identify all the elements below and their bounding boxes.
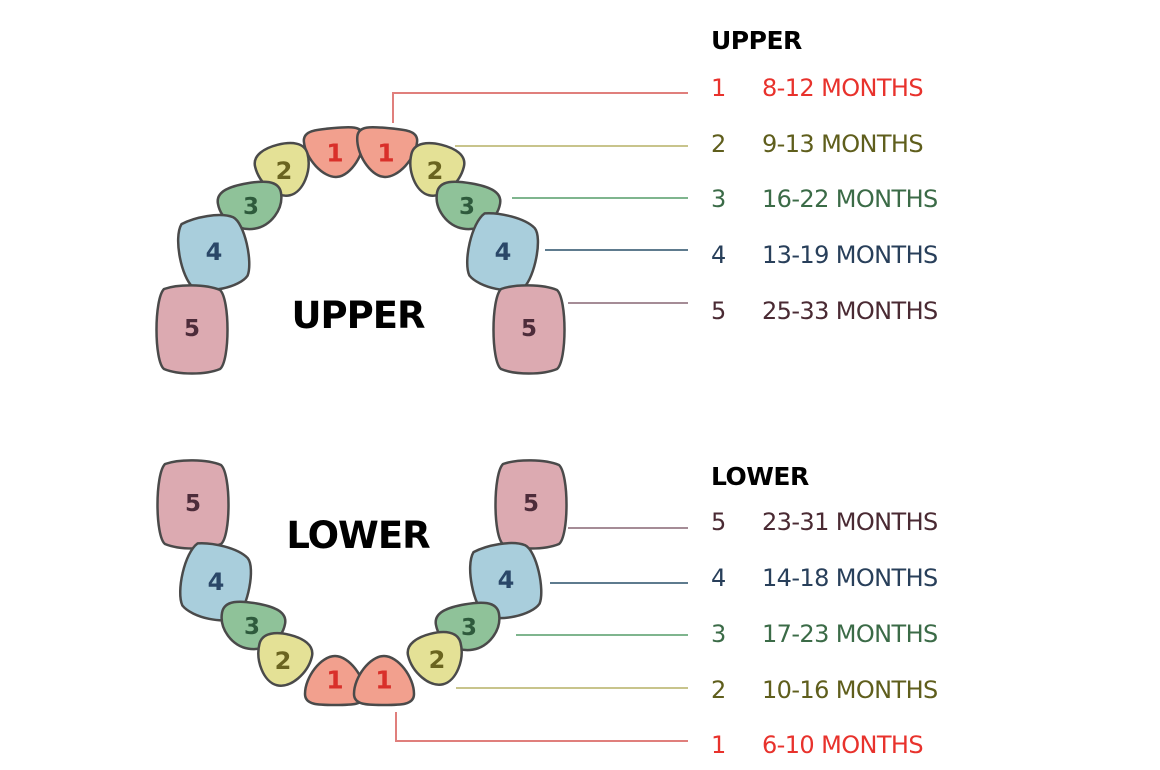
tooth-shape [156, 459, 230, 550]
lower-leader-lines [395, 527, 688, 742]
tooth-number: 2 [276, 157, 293, 185]
tooth-number: 4 [208, 568, 225, 596]
tooth-number: 5 [523, 491, 539, 517]
tooth-number: 1 [326, 139, 343, 168]
legend-eruption-age: 14-18 MONTHS [762, 564, 938, 592]
tooth-number: 2 [429, 646, 446, 674]
tooth-number: 1 [326, 666, 343, 695]
upper-tooth-5-right: 5 [492, 284, 566, 375]
legend-eruption-age: 17-23 MONTHS [762, 620, 938, 648]
legend-eruption-age: 23-31 MONTHS [762, 508, 938, 536]
legend-eruption-age: 8-12 MONTHS [762, 74, 923, 102]
tooth-number: 5 [184, 316, 200, 342]
upper-leader-line-1 [392, 92, 688, 123]
legend-eruption-age: 6-10 MONTHS [762, 731, 923, 759]
legend-eruption-age: 10-16 MONTHS [762, 676, 938, 704]
lower-arch-label: LOWER [286, 514, 430, 557]
upper-tooth-1-right: 1 [356, 125, 419, 179]
upper-tooth-4-left: 4 [177, 213, 251, 292]
legend-tooth-number: 3 [711, 185, 726, 213]
tooth-shape [492, 284, 566, 375]
tooth-shape [406, 630, 463, 686]
lower-leader-line-1 [395, 712, 688, 742]
legend-tooth-number: 4 [711, 564, 726, 592]
lower-tooth-2-right: 2 [406, 630, 463, 686]
lower-tooth-5-left: 5 [156, 459, 230, 550]
tooth-shape [494, 459, 568, 550]
tooth-number: 3 [243, 194, 259, 220]
upper-arch-label: UPPER [291, 294, 425, 337]
lower-legend-row: 1 6-10 MONTHS [711, 731, 924, 759]
tooth-number: 4 [206, 238, 223, 266]
legend-eruption-age: 9-13 MONTHS [762, 130, 923, 158]
lower-legend-header: LOWER [711, 462, 809, 491]
tooth-number: 2 [427, 157, 444, 185]
tooth-shape [177, 213, 251, 292]
legend-tooth-number: 1 [711, 731, 726, 759]
lower-legend: 5 23-31 MONTHS 4 14-18 MONTHS 3 17-23 MONTHS 2… [711, 508, 938, 759]
upper-legend-row: 3 16-22 MONTHS [711, 185, 938, 213]
upper-legend: 1 8-12 MONTHS 2 9-13 MONTHS 3 16-22 MONTHS 4 13… [711, 74, 938, 325]
tooth-number: 4 [498, 566, 515, 594]
legend-tooth-number: 3 [711, 620, 726, 648]
tooth-number: 2 [275, 647, 292, 675]
lower-tooth-4-right: 4 [469, 541, 543, 620]
tooth-number: 1 [375, 666, 392, 695]
tooth-number: 3 [459, 194, 475, 220]
tooth-number: 5 [185, 491, 201, 517]
legend-tooth-number: 2 [711, 130, 726, 158]
legend-tooth-number: 5 [711, 508, 726, 536]
lower-legend-row: 4 14-18 MONTHS [711, 564, 938, 592]
lower-tooth-5-right: 5 [494, 459, 568, 550]
upper-legend-row: 5 25-33 MONTHS [711, 297, 938, 325]
lower-legend-row: 3 17-23 MONTHS [711, 620, 938, 648]
upper-legend-row: 2 9-13 MONTHS [711, 130, 924, 158]
lower-tooth-1-left: 1 [303, 654, 367, 707]
tooth-number: 5 [521, 316, 537, 342]
lower-tooth-2-left: 2 [257, 631, 314, 687]
tooth-shape [303, 654, 367, 707]
tooth-number: 3 [461, 615, 477, 641]
tooth-shape [155, 284, 229, 375]
tooth-shape [469, 541, 543, 620]
upper-legend-row: 4 13-19 MONTHS [711, 241, 938, 269]
legend-tooth-number: 1 [711, 74, 726, 102]
upper-tooth-5-left: 5 [155, 284, 229, 375]
tooth-shape [352, 654, 416, 707]
legend-eruption-age: 13-19 MONTHS [762, 241, 938, 269]
legend-tooth-number: 4 [711, 241, 726, 269]
tooth-number: 4 [495, 238, 512, 266]
tooth-shape [257, 631, 314, 687]
legend-eruption-age: 16-22 MONTHS [762, 185, 938, 213]
legend-eruption-age: 25-33 MONTHS [762, 297, 938, 325]
lower-tooth-1-right: 1 [352, 654, 416, 707]
upper-legend-row: 1 8-12 MONTHS [711, 74, 924, 102]
tooth-number: 3 [244, 614, 260, 640]
tooth-number: 1 [377, 139, 394, 168]
legend-tooth-number: 5 [711, 297, 726, 325]
upper-leader-lines [392, 92, 688, 304]
tooth-shape [356, 125, 419, 179]
lower-legend-row: 2 10-16 MONTHS [711, 676, 938, 704]
legend-tooth-number: 2 [711, 676, 726, 704]
upper-legend-header: UPPER [711, 26, 802, 55]
lower-legend-row: 5 23-31 MONTHS [711, 508, 938, 536]
